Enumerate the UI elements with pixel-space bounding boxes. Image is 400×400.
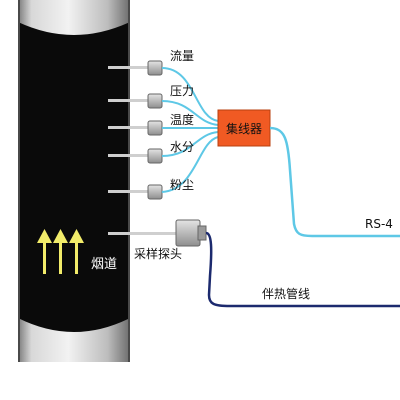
sensor-cables [161, 67, 219, 193]
flue-pipe [18, 0, 130, 362]
sampling-probe [175, 219, 207, 247]
sensor-label-dust: 粉尘 [170, 178, 194, 192]
sensor-label-moisture: 水分 [170, 140, 194, 154]
sensor-fitting-flow [147, 60, 163, 76]
rs-label: RS-4 [365, 217, 393, 231]
flow-arrow-1 [37, 229, 52, 274]
sensor-fitting-temperature [147, 120, 163, 136]
sensor-fitting-moisture [147, 148, 163, 164]
flow-arrow-3 [69, 229, 84, 274]
sensor-fittings [147, 60, 163, 200]
sensor-label-temperature: 温度 [170, 112, 194, 127]
heated-line-label: 伴热管线 [262, 286, 310, 301]
flow-arrows [37, 229, 84, 274]
rs-cable [269, 126, 400, 238]
sensor-fitting-dust [147, 184, 163, 200]
concentrator-box [217, 109, 271, 147]
sensor-fitting-pressure [147, 93, 163, 109]
sensor-label-flow: 流量 [170, 49, 194, 63]
heated-line [205, 231, 400, 308]
sensor-label-pressure: 压力 [170, 84, 194, 98]
flue-label: 烟道 [91, 257, 117, 272]
concentrator-label: 集线器 [226, 121, 262, 136]
flow-arrow-2 [53, 229, 68, 274]
probe-label: 采样探头 [134, 246, 182, 261]
sensor-probes [108, 66, 178, 235]
